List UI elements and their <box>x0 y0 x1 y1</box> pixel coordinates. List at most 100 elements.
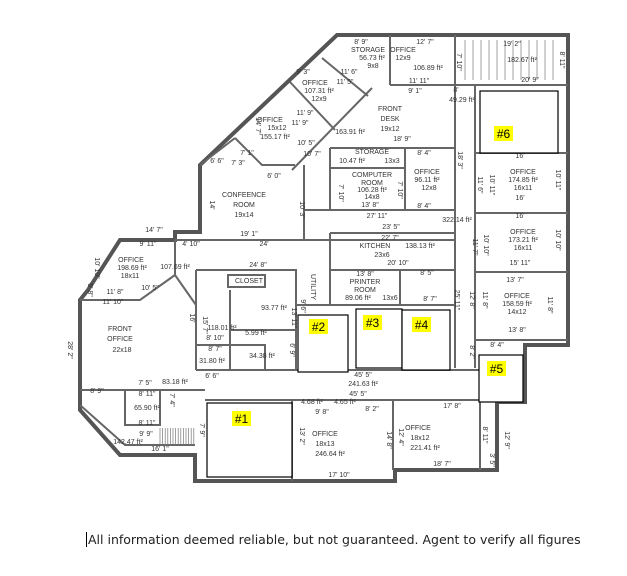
plan-label: 24' <box>259 241 268 248</box>
plan-label: 10' 10" <box>93 257 100 279</box>
unit-2[interactable]: #2 <box>297 314 349 373</box>
plan-label: OFFICE <box>510 229 536 236</box>
plan-label: 9' 1" <box>408 88 422 95</box>
plan-label: 12x8 <box>421 185 436 192</box>
plan-label: 15x12 <box>267 125 286 132</box>
plan-label: OFFICE <box>414 169 440 176</box>
plan-label: 10' 10" <box>482 234 489 256</box>
plan-label: 8' 11" <box>139 391 156 398</box>
plan-label: 18' 7" <box>433 461 451 468</box>
outer-walls <box>78 33 570 483</box>
unit-1-label: #1 <box>235 412 249 426</box>
plan-label: 174.85 ft² <box>508 177 538 184</box>
plan-label: 8' 4" <box>417 203 431 210</box>
plan-label: 5.99 ft² <box>245 330 267 337</box>
plan-label: 11' 10" <box>103 299 124 306</box>
plan-label: OFFICE <box>405 425 431 432</box>
plan-label: 34.38 ft² <box>249 353 275 360</box>
plan-label: 8' 4" <box>417 150 431 157</box>
plan-label: 7' 9" <box>198 423 205 437</box>
plan-label: 27' 11" <box>367 213 388 220</box>
plan-label: 13' 8" <box>508 327 526 334</box>
plan-label: 12' 4" <box>397 428 404 446</box>
plan-label: 12x9 <box>311 96 326 103</box>
unit-6[interactable]: #6 <box>479 90 559 154</box>
plan-label: 8' 7" <box>208 346 222 353</box>
plan-label: 106.89 ft² <box>413 65 443 72</box>
plan-label: STORAGE <box>351 47 385 54</box>
plan-label: KITCHEN <box>360 243 391 250</box>
plan-label: 13' 11" <box>290 308 297 329</box>
plan-label: 10' 7" <box>303 151 321 158</box>
plan-label: 14' 8" <box>385 431 392 449</box>
plan-label: 182.67 ft² <box>507 57 537 64</box>
plan-label: 8' 2" <box>365 406 379 413</box>
plan-label: 198.69 ft² <box>117 265 147 272</box>
plan-label: 20' 9" <box>521 77 539 84</box>
plan-label: 7' 5" <box>138 380 152 387</box>
plan-label: 9' 6" <box>299 299 306 313</box>
plan-label: 16' <box>515 213 524 220</box>
plan-label: 7' 3" <box>231 160 245 167</box>
plan-label: 10' 5" <box>297 140 315 147</box>
plan-label: 23x6 <box>374 252 389 259</box>
plan-label: 8' 9" <box>354 39 368 46</box>
plan-label: 8' 10" <box>206 335 224 342</box>
plan-label: 16x11 <box>514 245 533 252</box>
plan-label: 11' 9" <box>292 120 309 127</box>
plan-label: 19x14 <box>234 212 253 219</box>
plan-label: CLOSET <box>235 278 264 285</box>
plan-label: 89.06 ft² <box>345 295 371 302</box>
plan-label: 18x11 <box>121 273 140 280</box>
plan-label: CONFEENCE <box>222 192 266 199</box>
plan-label: 13x6 <box>382 295 397 302</box>
plan-label: 13' 8" <box>361 202 379 209</box>
plan-label: 20' 10" <box>387 260 409 267</box>
plan-label: 19x12 <box>380 126 399 133</box>
plan-label: 17' 8" <box>443 403 461 410</box>
unit-5[interactable]: #5 <box>478 354 524 403</box>
plan-label: 19' 2" <box>503 41 521 48</box>
plan-label: 6' 9" <box>288 343 295 357</box>
unit-1[interactable]: #1 <box>206 402 293 478</box>
plan-label: 9' 8" <box>315 409 329 416</box>
plan-label: 107.69 ft² <box>160 264 190 271</box>
unit-4[interactable]: #4 <box>401 309 451 371</box>
plan-label: 65.90 ft² <box>134 405 160 412</box>
plan-label: 246.64 ft² <box>315 451 345 458</box>
plan-label: 322.14 ft² <box>442 217 472 224</box>
plan-label: 18x13 <box>315 441 334 448</box>
plan-label: 12' 9" <box>503 431 510 449</box>
plan-label: 19' 1" <box>240 231 258 238</box>
plan-label: 118.01 ft² <box>207 325 237 332</box>
plan-label: 24' 8" <box>249 262 267 269</box>
plan-label: 155.17 ft² <box>260 134 290 141</box>
plan-label: FRONT <box>108 326 133 333</box>
plan-label: 22' 7" <box>381 235 399 242</box>
plan-label: ROOM <box>361 180 383 187</box>
plan-label: UTILITY <box>309 274 316 300</box>
plan-label: 12x9 <box>395 55 410 62</box>
plan-label: 11' 7" <box>471 239 478 256</box>
plan-label: STORAGE <box>355 149 389 156</box>
plan-label: 13' 8" <box>356 271 374 278</box>
plan-label: 14x12 <box>507 309 526 316</box>
plan-label: ROOM <box>354 287 376 294</box>
plan-label: FRONT <box>378 106 403 113</box>
plan-label: OFFICE <box>107 336 133 343</box>
plan-label: OFFICE <box>312 431 338 438</box>
plan-label: 142.47 ft² <box>113 439 143 446</box>
plan-label: 221.41 ft² <box>410 445 440 452</box>
plan-label: 4.68 ft² <box>301 399 323 406</box>
plan-label: 8' 7" <box>423 296 437 303</box>
unit-3[interactable]: #3 <box>355 308 403 369</box>
plan-label: 28' 2" <box>66 341 73 359</box>
plan-label: 8' 4" <box>490 342 504 349</box>
plan-label: 11' 8" <box>481 292 488 309</box>
plan-label: 4' 10" <box>182 241 200 248</box>
plan-label: 9x8 <box>367 63 378 70</box>
plan-label: 45' 5" <box>354 372 372 379</box>
plan-label: 16' <box>515 153 524 160</box>
plan-label: DESK <box>380 116 399 123</box>
plan-label: 10' 10" <box>554 229 561 251</box>
